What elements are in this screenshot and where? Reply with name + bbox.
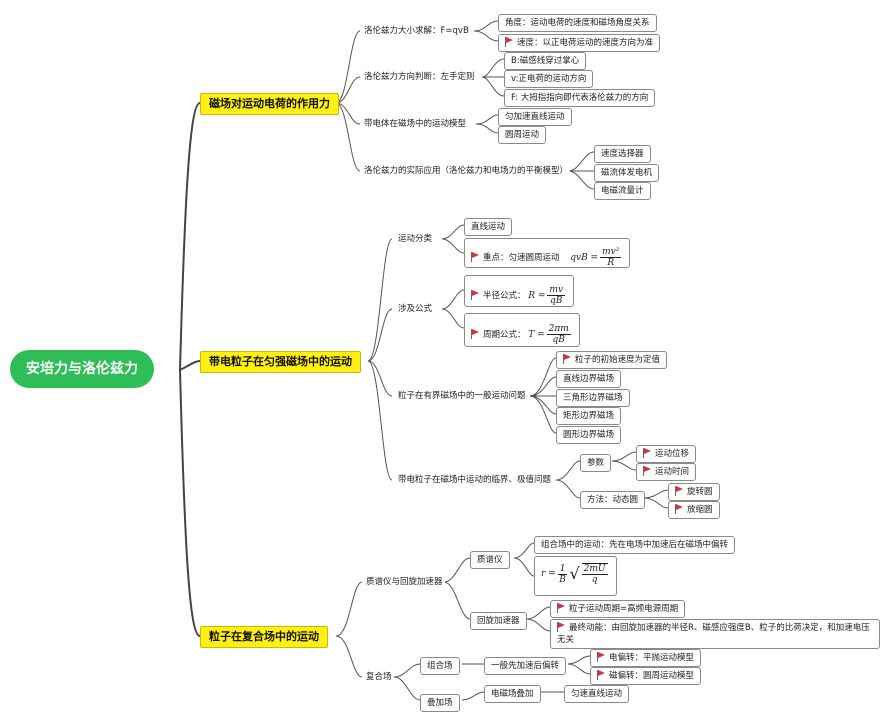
node-angle[interactable]: 角度：运动电荷的速度和磁场角度关系 [498, 14, 657, 32]
node-accel-then-deflect[interactable]: 一般先加速后偏转 [484, 657, 567, 675]
red-flag-icon [505, 37, 513, 47]
node-velocity-selector[interactable]: 速度选择器 [594, 145, 651, 163]
red-flag-icon [557, 603, 565, 613]
node-cyclotron[interactable]: 回旋加速器 [470, 612, 527, 630]
node-rectangle-boundary[interactable]: 矩形边界磁场 [556, 407, 622, 425]
red-flag-icon [643, 466, 651, 476]
red-flag-icon [597, 670, 605, 680]
sqrt-sign: √ [569, 564, 580, 583]
branch-compound-field[interactable]: 粒子在复合场中的运动 [200, 626, 328, 648]
node-flowmeter[interactable]: 电磁流量计 [594, 182, 651, 200]
red-flag-icon [643, 448, 651, 458]
node-spectrometer-cyclotron[interactable]: 质谱仪与回旋加速器 [364, 576, 445, 588]
node-f-thumb[interactable]: F: 大拇指指向即代表洛伦兹力的方向 [504, 89, 656, 107]
node-bounded-field[interactable]: 粒子在有界磁场中的一般运动问题 [396, 390, 528, 402]
node-superposition-field[interactable]: 叠加场 [420, 694, 460, 712]
node-v-direction[interactable]: v:正电荷的运动方向 [504, 70, 594, 88]
node-em-superposition[interactable]: 电磁场叠加 [484, 685, 541, 703]
node-time[interactable]: 运动时间 [636, 463, 697, 481]
node-uniform-accel[interactable]: 匀加速直线运动 [498, 108, 572, 126]
node-magnetic-deflection[interactable]: 磁偏转：圆周运动模型 [590, 667, 702, 685]
node-circular-motion[interactable]: 圆周运动 [498, 126, 547, 144]
red-flag-icon [597, 652, 605, 662]
node-period-equals[interactable]: 粒子运动周期=高频电源周期 [550, 600, 686, 618]
node-b-palm[interactable]: B:磁感线穿过掌心 [504, 52, 587, 70]
node-straight-boundary[interactable]: 直线边界磁场 [556, 370, 622, 388]
red-flag-icon [557, 622, 565, 632]
node-motion-classification[interactable]: 运动分类 [396, 233, 435, 245]
node-motion-model[interactable]: 带电体在磁场中的运动模型 [362, 118, 469, 130]
node-applications[interactable]: 洛伦兹力的实际应用（洛伦兹力和电场力的平衡模型） [362, 165, 571, 177]
node-compound-field[interactable]: 复合场 [364, 671, 394, 683]
node-triangle-boundary[interactable]: 三角形边界磁场 [556, 389, 630, 407]
node-parameters[interactable]: 参数 [580, 454, 612, 472]
node-dynamic-circle[interactable]: 方法：动态圆 [580, 491, 646, 509]
node-linear-motion[interactable]: 直线运动 [464, 218, 513, 236]
node-mhd-generator[interactable]: 磁流体发电机 [594, 164, 660, 182]
node-lorentz-direction[interactable]: 洛伦兹力方向判断：左手定则 [362, 71, 477, 83]
node-initial-velocity[interactable]: 粒子的初始速度为定值 [556, 351, 668, 369]
node-rotating-circle[interactable]: 旋转圆 [668, 483, 720, 501]
node-critical-extreme[interactable]: 带电粒子在磁场中运动的临界、极值问题 [396, 474, 554, 486]
node-formulas[interactable]: 涉及公式 [396, 303, 435, 315]
node-lorentz-magnitude[interactable]: 洛伦兹力大小求解：F=qvB [362, 25, 471, 37]
node-combined-field-motion[interactable]: 组合场中的运动：先在电场中加速后在磁场中偏转 [534, 536, 736, 554]
node-mass-spectrometer[interactable]: 质谱仪 [470, 551, 510, 569]
branch-lorentz-force-on-moving-charge[interactable]: 磁场对运动电荷的作用力 [200, 93, 339, 115]
root-topic[interactable]: 安培力与洛伦兹力 [10, 350, 154, 388]
node-electric-deflection[interactable]: 电偏转：平抛运动模型 [590, 649, 702, 667]
red-flag-icon [563, 354, 571, 364]
red-flag-icon [675, 504, 683, 514]
branch-uniform-field-motion[interactable]: 带电粒子在匀强磁场中的运动 [200, 351, 361, 373]
red-flag-icon [471, 329, 479, 339]
node-scaling-circle[interactable]: 放缩圆 [668, 501, 720, 519]
red-flag-icon [471, 290, 479, 300]
red-flag-icon [471, 252, 479, 262]
node-velocity[interactable]: 速度：以正电荷运动的速度方向为准 [498, 34, 661, 52]
node-combination-field[interactable]: 组合场 [420, 657, 460, 675]
node-circle-boundary[interactable]: 圆形边界磁场 [556, 426, 622, 444]
red-flag-icon [675, 486, 683, 496]
node-uniform-linear[interactable]: 匀速直线运动 [564, 685, 630, 703]
node-displacement[interactable]: 运动位移 [636, 445, 697, 463]
node-final-kinetic-energy[interactable]: 最终动能：由回旋加速器的半径R、磁感应强度B、粒子的比荷决定，和加速电压无关 [550, 619, 880, 649]
